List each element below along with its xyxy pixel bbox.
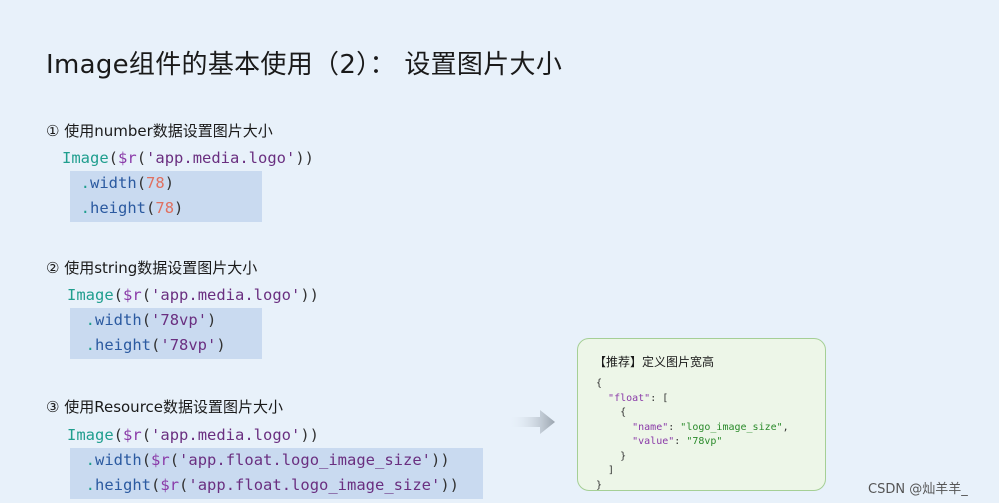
code-token: $r xyxy=(160,476,180,494)
code-line: .height('78vp') xyxy=(86,336,226,354)
arrow-right-icon xyxy=(508,410,555,434)
code-token: . xyxy=(80,199,91,217)
code-line: .height(78) xyxy=(81,199,184,217)
code-token: ) xyxy=(207,311,217,329)
section-1-heading: ① 使用number数据设置图片大小 xyxy=(46,122,273,140)
code-block-1: Image($r('app.media.logo')) .width(78) .… xyxy=(62,146,314,221)
recommendation-card: 【推荐】定义图片宽高 { "float": [ { "name": "logo_… xyxy=(577,338,826,491)
code-token: '78vp' xyxy=(160,336,217,354)
code-line: Image($r('app.media.logo')) xyxy=(67,426,320,444)
code-token: ( xyxy=(146,199,156,217)
code-highlight-2 xyxy=(70,308,262,359)
code-token: . xyxy=(80,174,91,192)
code-token: 'app.float.logo_image_size' xyxy=(179,451,432,469)
json-value: "logo_image_size" xyxy=(680,421,783,433)
code-token: height xyxy=(95,476,152,494)
json-token: } xyxy=(620,450,627,462)
code-token: ( xyxy=(141,311,152,329)
json-code-block: { "float": [ { "name": "logo_image_size"… xyxy=(596,378,789,491)
code-token: width xyxy=(90,174,137,192)
code-line: .width($r('app.float.logo_image_size')) xyxy=(85,451,450,469)
section-3-heading: ③ 使用Resource数据设置图片大小 xyxy=(46,398,284,416)
code-token: height xyxy=(95,336,152,354)
code-token: ( xyxy=(136,174,147,192)
code-block-3: Image($r('app.media.logo')) .width($r('a… xyxy=(67,423,459,498)
code-token: 78 xyxy=(146,174,165,192)
code-token: $r xyxy=(151,451,170,469)
code-line: .height($r('app.float.logo_image_size')) xyxy=(85,476,460,494)
code-token: . xyxy=(85,476,96,494)
code-token: Image xyxy=(67,286,114,304)
json-key: "value" xyxy=(632,436,675,447)
code-token: 'app.media.logo' xyxy=(151,426,301,444)
code-token: '78vp' xyxy=(151,311,208,329)
code-line: Image($r('app.media.logo')) xyxy=(67,286,320,304)
code-token: ( xyxy=(151,336,161,354)
code-token: 'app.float.logo_image_size' xyxy=(188,476,441,494)
code-token: $r xyxy=(123,426,142,444)
json-key: "float" xyxy=(608,392,651,404)
json-key: "name" xyxy=(632,421,669,433)
code-token: ) xyxy=(164,174,175,192)
section-2-heading: ② 使用string数据设置图片大小 xyxy=(46,259,258,277)
code-line: .width('78vp') xyxy=(86,311,217,329)
code-block-2: Image($r('app.media.logo')) .width('78vp… xyxy=(67,283,319,358)
page-title: Image组件的基本使用（2）： 设置图片大小 xyxy=(46,50,563,80)
code-token: $r xyxy=(123,286,142,304)
code-token: Image xyxy=(67,426,114,444)
code-token: . xyxy=(85,336,96,354)
code-token: . xyxy=(85,451,96,469)
code-token: 'app.media.logo' xyxy=(146,149,296,167)
code-token: . xyxy=(85,311,96,329)
code-token: 78 xyxy=(155,199,175,217)
code-token: 'app.media.logo' xyxy=(151,286,301,304)
code-token: height xyxy=(90,199,147,217)
json-token: { xyxy=(620,407,627,418)
json-token: { xyxy=(596,378,603,389)
code-line: Image($r('app.media.logo')) xyxy=(62,149,315,167)
code-token: ) xyxy=(174,199,184,217)
json-token: ] xyxy=(608,465,615,476)
code-token: Image xyxy=(62,149,109,167)
watermark: CSDN @灿羊羊_ xyxy=(868,482,968,497)
code-token: width xyxy=(95,311,142,329)
code-token: width xyxy=(95,451,142,469)
code-token: ) xyxy=(216,336,226,354)
card-title: 【推荐】定义图片宽高 xyxy=(594,355,715,369)
json-token: : [ xyxy=(650,392,669,404)
code-highlight-1 xyxy=(70,171,262,222)
json-value: "78vp" xyxy=(686,436,723,447)
code-token: $r xyxy=(118,149,137,167)
code-line: .width(78) xyxy=(81,174,174,192)
code-highlight-3 xyxy=(70,448,483,499)
json-token: } xyxy=(596,479,603,491)
